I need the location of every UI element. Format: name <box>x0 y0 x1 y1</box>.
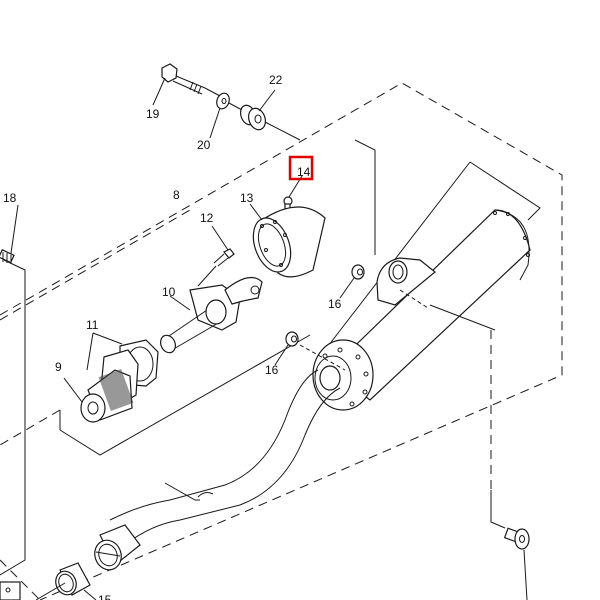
exhaust-pipe <box>109 365 341 546</box>
label-16-lower: 16 <box>265 363 279 377</box>
bottom-left-bracket <box>0 581 21 600</box>
label-18: 18 <box>3 191 17 205</box>
part-16-damper-lower <box>274 331 299 366</box>
label-20: 20 <box>197 138 211 152</box>
part-13-end-cap <box>249 203 326 278</box>
part-9-spark-arrestor-screen <box>63 368 134 423</box>
muffler-mount-bracket <box>376 257 496 331</box>
left-frame-lines <box>0 204 26 576</box>
label-11: 11 <box>86 318 99 332</box>
part-16-damper-upper <box>339 264 365 299</box>
muffler-front-flange <box>299 339 374 411</box>
part-15-joint-sleeve <box>35 562 97 600</box>
label-13: 13 <box>240 191 254 205</box>
part-19-bolt <box>152 63 221 106</box>
part-10-spark-arrestor-pipe <box>160 276 263 354</box>
assembly-boundary <box>0 82 563 600</box>
highlight-box <box>288 155 314 181</box>
exhaust-pipe-inlet <box>94 524 141 571</box>
sub-assembly-boundary <box>0 209 311 456</box>
part-20-washer <box>209 92 243 139</box>
label-16-upper: 16 <box>328 297 342 311</box>
label-9: 9 <box>55 360 62 374</box>
label-12: 12 <box>200 211 214 225</box>
collar-lower-right <box>490 330 530 600</box>
label-14[interactable]: 14 <box>297 165 311 179</box>
label-10: 10 <box>162 285 176 299</box>
label-22: 22 <box>269 73 283 87</box>
part-22-grommet <box>239 89 301 141</box>
part-12-bolt <box>197 225 235 287</box>
part-18-bolt <box>0 249 15 264</box>
label-8: 8 <box>173 188 180 202</box>
label-15: 15 <box>98 593 112 600</box>
label-19: 19 <box>146 107 160 121</box>
